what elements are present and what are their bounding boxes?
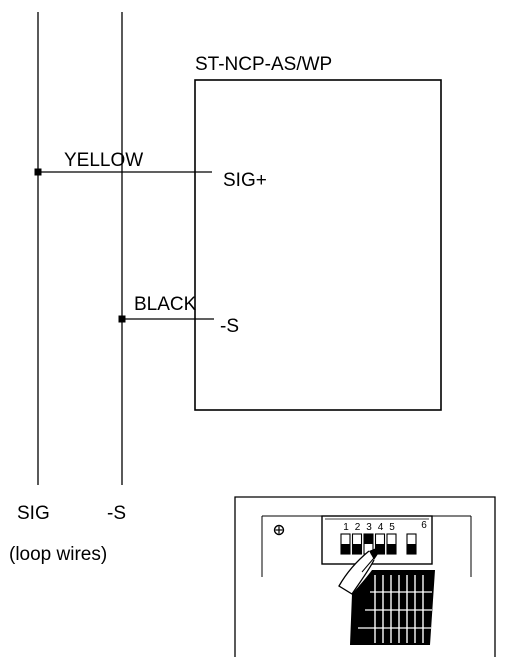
loop-minus-s-label: -S	[107, 503, 126, 524]
yellow-wire-junction	[34, 168, 42, 176]
dip-toggle-1	[340, 533, 351, 555]
yellow-wire-label: YELLOW	[64, 150, 143, 171]
dip-switch-inset: 1 2 3 4 5 6	[234, 496, 496, 657]
dip-number-4: 4	[378, 522, 384, 533]
minus-s-terminal-label: -S	[220, 316, 239, 337]
dip-number-1: 1	[343, 522, 349, 533]
loop-wires-caption: (loop wires)	[9, 544, 107, 565]
dip-toggle-2	[351, 533, 363, 555]
dip-number-5: 5	[389, 522, 395, 533]
black-wire-label: BLACK	[134, 294, 197, 315]
black-wire-junction	[118, 315, 126, 323]
sig-plus-terminal-label: SIG+	[223, 170, 267, 191]
dip-toggle-5	[386, 533, 397, 555]
dip-toggle-6	[406, 533, 417, 555]
device-box	[194, 79, 442, 411]
inset-frame	[234, 496, 496, 657]
device-title: ST-NCP-AS/WP	[195, 54, 332, 75]
dip-number-6: 6	[421, 520, 427, 531]
dip-number-3: 3	[366, 522, 372, 533]
hand-pressing-switch-icon	[338, 545, 435, 645]
dip-number-2: 2	[355, 522, 361, 533]
loop-sig-label: SIG	[17, 503, 50, 524]
mounting-screw-icon	[273, 524, 285, 536]
